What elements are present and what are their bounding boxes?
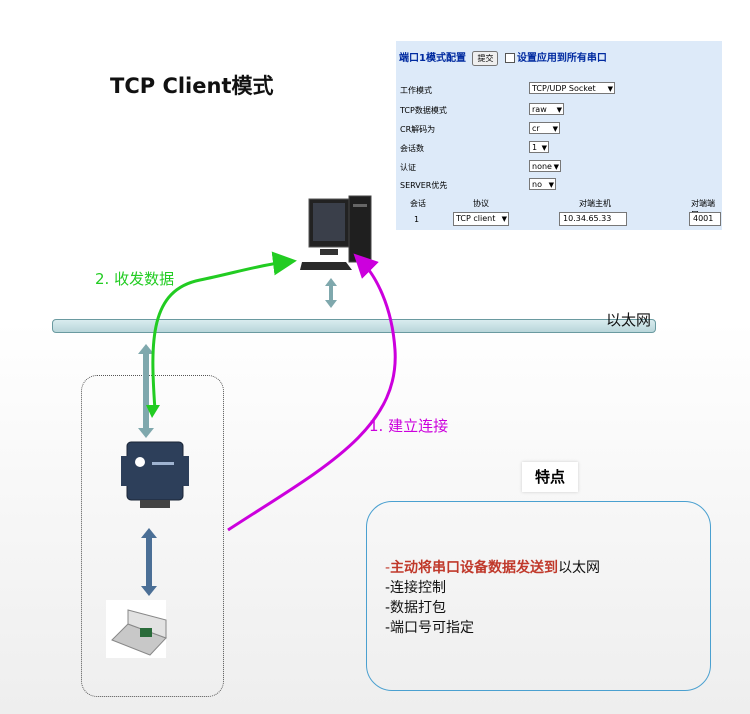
config-panel: 端口1模式配置 提交 设置应用到所有串口 工作模式 TCP/UDP Socket…	[396, 41, 722, 230]
session-count-label: 会话数	[400, 144, 424, 153]
col-host: 对端主机	[579, 199, 611, 208]
protocol-select[interactable]: TCP client▼	[453, 212, 509, 226]
ethernet-bus	[52, 319, 656, 333]
serial-terminal-icon	[106, 600, 167, 658]
work-mode-label: 工作模式	[400, 86, 432, 95]
serial-link	[141, 528, 157, 596]
server-priority-label: SERVER优先	[400, 181, 448, 190]
feature-highlight-rest: 以太网	[558, 560, 601, 576]
port-input[interactable]: 4001	[689, 212, 721, 226]
tcp-data-mode-label: TCP数据模式	[400, 106, 447, 115]
cr-decode-label: CR解码为	[400, 125, 436, 134]
feature-item-2: -连接控制	[385, 580, 447, 596]
apply-all-checkbox[interactable]	[504, 53, 515, 63]
features-title: 特点	[522, 462, 578, 492]
config-header: 端口1模式配置	[399, 53, 466, 64]
cr-decode-select[interactable]: cr▼	[529, 122, 560, 134]
feature-item-4: -端口号可指定	[385, 620, 475, 636]
host-input[interactable]: 10.34.65.33	[559, 212, 627, 226]
session-value: 1	[414, 215, 420, 224]
apply-all-label: 设置应用到所有串口	[516, 53, 607, 64]
diagram-title: TCP Client模式	[110, 74, 274, 98]
serial-server-icon	[121, 441, 189, 508]
computer-icon	[296, 188, 380, 272]
tcp-data-mode-select[interactable]: raw▼	[529, 103, 564, 115]
features-box	[366, 501, 711, 691]
col-protocol: 协议	[473, 199, 489, 208]
submit-button[interactable]: 提交	[472, 50, 499, 66]
feature-highlight: 主动将串口设备数据发送到	[390, 560, 559, 576]
send-data-label: 2. 收发数据	[95, 270, 175, 288]
feature-item-1: -主动将串口设备数据发送到以太网	[385, 560, 601, 576]
connect-arrow	[227, 253, 397, 532]
ethernet-label: 以太网	[606, 311, 652, 329]
auth-label: 认证	[400, 163, 416, 172]
computer-link	[325, 278, 337, 308]
device-link	[138, 344, 154, 438]
col-session: 会话	[410, 199, 426, 208]
server-priority-select[interactable]: no▼	[529, 178, 556, 190]
auth-select[interactable]: none▼	[529, 160, 561, 172]
feature-item-3: -数据打包	[385, 600, 447, 616]
send-data-arrow	[151, 251, 297, 411]
config-header-row: 端口1模式配置 提交 设置应用到所有串口	[399, 49, 607, 66]
connect-label: 1. 建立连接	[369, 417, 449, 435]
session-count-select[interactable]: 1▼	[529, 141, 549, 153]
work-mode-select[interactable]: TCP/UDP Socket▼	[529, 82, 615, 94]
